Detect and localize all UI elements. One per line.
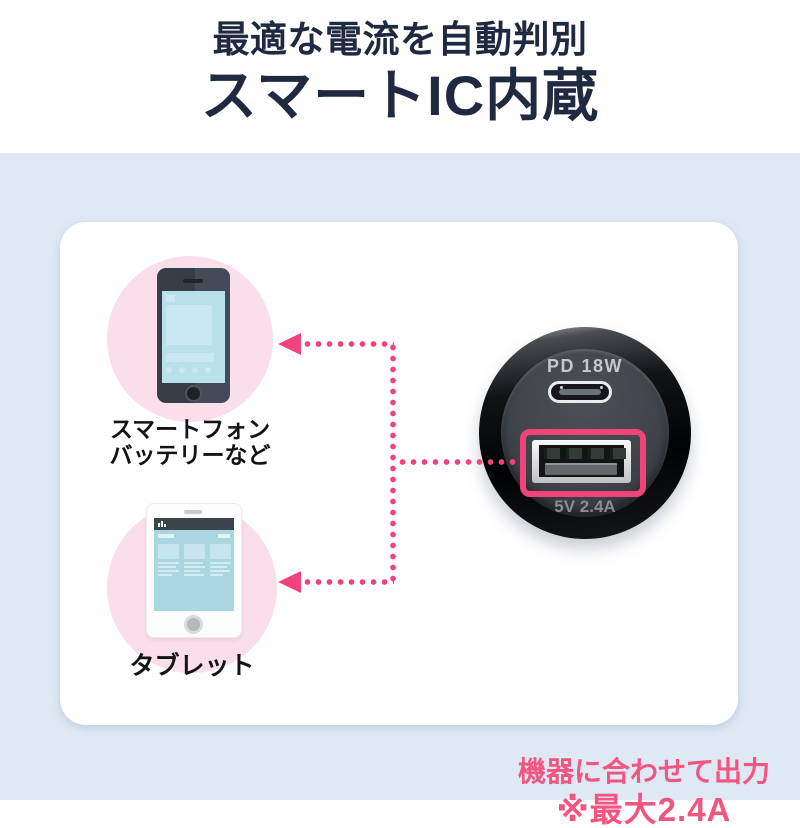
phone-screen [162, 291, 225, 383]
phone-home-button [185, 385, 202, 402]
phone-screen-icon [166, 295, 175, 302]
usb-a-inner [539, 445, 626, 477]
tablet-logo-icon [158, 521, 166, 527]
page-header: 最適な電流を自動判別 スマートIC内蔵 [0, 19, 800, 127]
car-charger-photo: PD 18W 5V 2.4A [479, 327, 691, 539]
tablet-home-button [184, 615, 203, 634]
output-caption: 機器に合わせて出力 ※最大2.4A [488, 756, 800, 828]
caption-line1: 機器に合わせて出力 [517, 756, 770, 787]
connector-line-bottom [302, 579, 394, 585]
usb-c-tongue [559, 389, 601, 395]
usb-a-tongue [545, 463, 617, 475]
charger-amp-label: 5V 2.4A [554, 497, 616, 516]
tablet-column [184, 544, 205, 578]
charger-pd-label: PD 18W [546, 356, 624, 376]
arrow-left-icon-tablet [278, 571, 301, 593]
smartphone-label-line1: スマートフォン [109, 416, 271, 442]
tablet-screen-columns [158, 544, 231, 578]
usb-c-port [548, 381, 612, 403]
smartphone-label: スマートフォン バッテリーなど [80, 416, 300, 468]
phone-screen-app-dots [166, 367, 222, 373]
smartphone-label-line2: バッテリーなど [109, 442, 271, 468]
tablet-screen-subheader [158, 534, 230, 539]
usb-c-screw-dots [560, 386, 563, 389]
page-title: スマートIC内蔵 [200, 63, 600, 127]
usb-a-port [532, 440, 631, 483]
tablet-camera-slot [184, 510, 202, 514]
diagram-card: スマートフォン バッテリーなど [60, 222, 770, 828]
usb-a-contact-pins [544, 448, 626, 459]
tablet-illustration [146, 503, 242, 638]
connector-line-middle [397, 459, 519, 465]
arrow-left-icon-smartphone [278, 333, 301, 355]
phone-speaker [183, 279, 203, 283]
header-subtitle: 最適な電流を自動判別 [212, 19, 588, 60]
tablet-screen-header [154, 518, 234, 530]
phone-screen-content-block [166, 305, 212, 345]
tablet-column [210, 544, 231, 578]
phone-screen-bottom-bar [166, 353, 214, 362]
usb-a-highlight-box [520, 429, 646, 497]
tablet-label: タブレット [129, 652, 255, 680]
tablet-screen [154, 518, 234, 611]
connector-line-top [302, 341, 394, 347]
caption-line2: ※最大2.4A [556, 791, 732, 828]
tablet-column [158, 544, 179, 578]
smartphone-illustration [157, 268, 230, 403]
connector-line-vertical [390, 342, 396, 586]
